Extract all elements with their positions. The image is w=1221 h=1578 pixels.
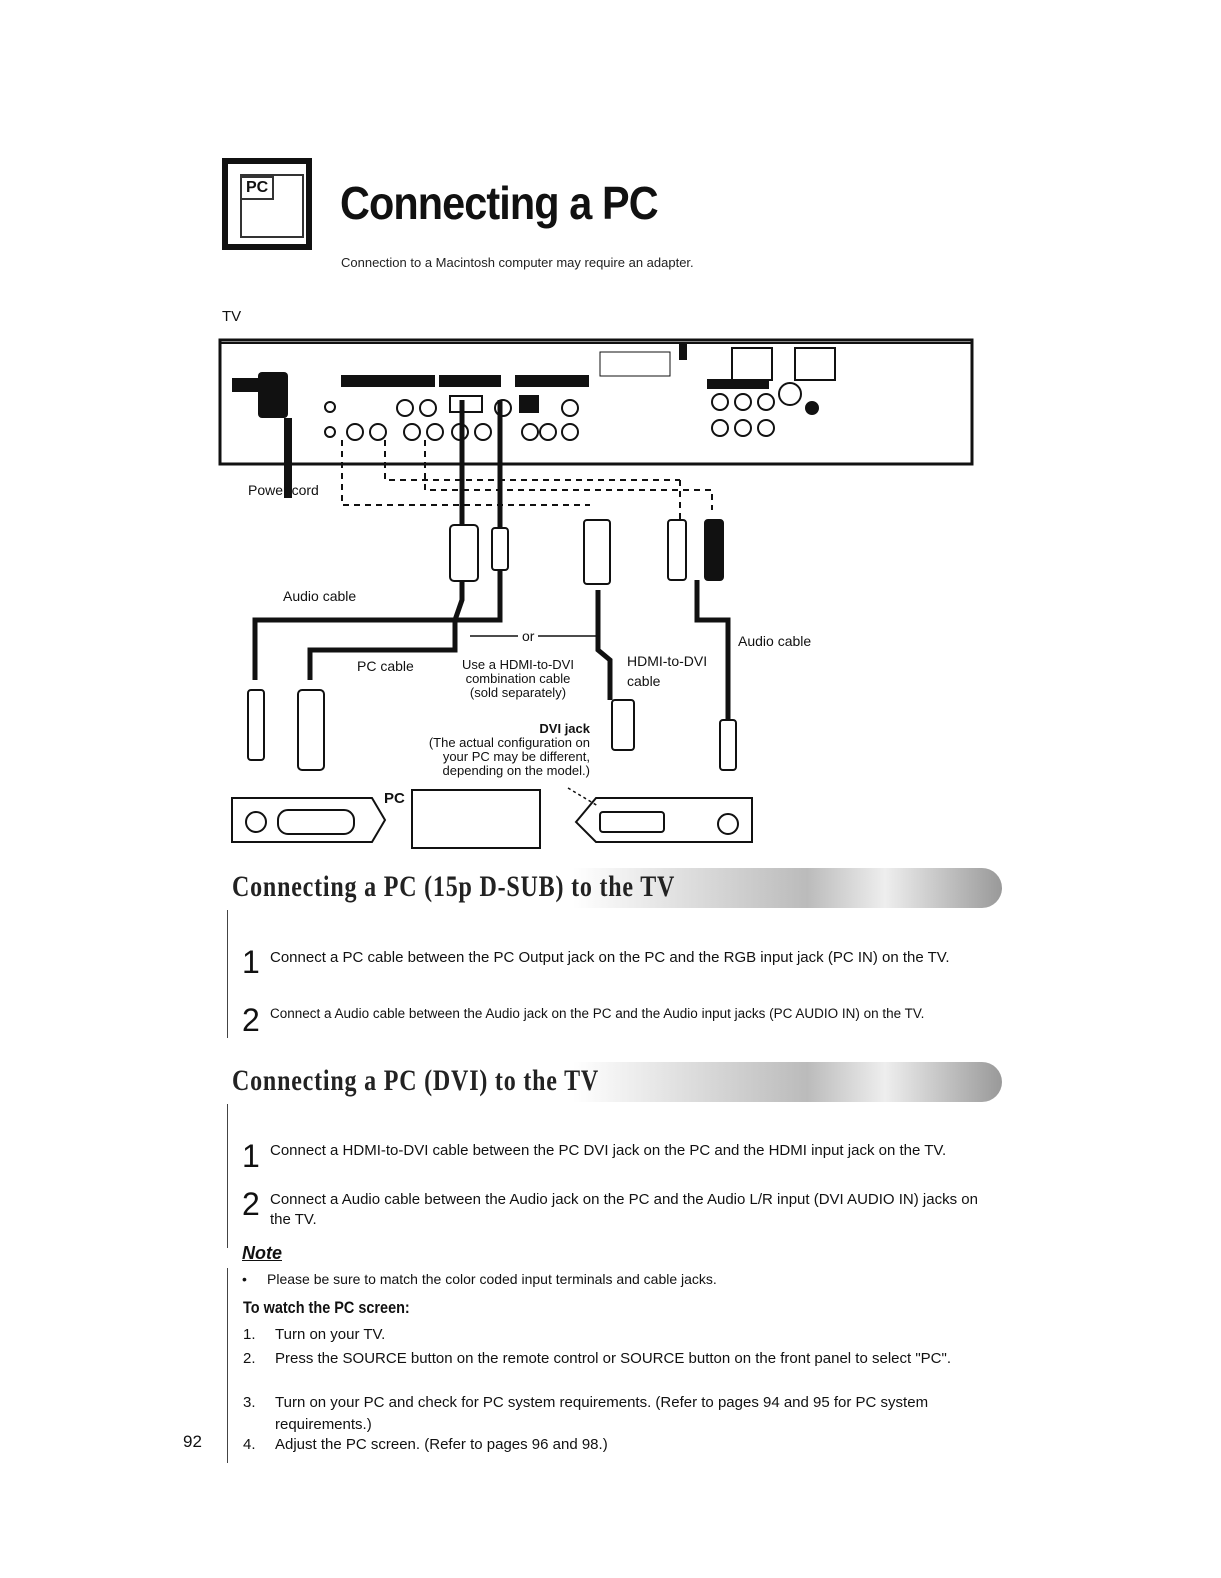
s1-step-2-num: 2 [242,1002,260,1038]
s2-step-2-text: Connect a Audio cable between the Audio … [270,1191,978,1228]
page-subtitle: Connection to a Macintosh computer may r… [341,255,694,270]
pc-cable-label: PC cable [357,658,414,674]
dvi-jack-note: DVI jack (The actual configuration on yo… [402,722,590,778]
hdmi-dvi-combo-note: Use a HDMI-to-DVI combination cable (sol… [462,658,574,700]
note-heading: Note [242,1243,282,1263]
power-cord-label: Power cord [248,482,319,498]
watch-item-4-text: Adjust the PC screen. (Refer to pages 96… [275,1436,608,1453]
combo-line-3: (sold separately) [469,685,567,700]
section-1-rule [227,910,228,1038]
section-1-title: Connecting a PC (15p D-SUB) to the TV [232,870,676,903]
s1-step-1-num: 1 [242,944,260,980]
hdmi-dvi-line-1: HDMI-to-DVI [627,653,708,669]
monitor-icon [240,174,304,238]
power-plug-icon [232,372,292,498]
s2-step-1-text: Connect a HDMI-to-DVI cable between the … [270,1142,947,1159]
pc-back-panels [231,789,753,849]
watch-item-3-num: 3. [243,1394,256,1411]
dvi-note-line-1: (The actual configuration on [428,735,590,750]
watch-item-2-text: Press the SOURCE button on the remote co… [275,1350,951,1367]
cable-connectors [247,519,737,771]
watch-item-2-num: 2. [243,1350,256,1367]
page-number: 92 [183,1432,202,1451]
note-bullet-marker: • [242,1271,247,1287]
note-bullet-text: Please be sure to match the color coded … [267,1271,717,1287]
audio-cable-right-label: Audio cable [738,633,812,649]
s1-step-2-text: Connect a Audio cable between the Audio … [270,1006,925,1021]
watch-item-1-num: 1. [243,1326,256,1343]
dvi-note-line-3: depending on the model.) [442,763,590,778]
page-title: Connecting a PC [340,177,659,229]
s2-step-2-num: 2 [242,1186,260,1222]
or-label: or [518,628,539,644]
section-1-banner [222,868,1002,908]
note-rule [227,1268,228,1463]
watch-item-3-text: Turn on your PC and check for PC system … [275,1394,929,1433]
section-2-rule [227,1104,228,1248]
audio-cable-left-label: Audio cable [283,588,357,604]
section-2-banner [222,1062,1002,1102]
watch-item-4-num: 4. [243,1436,256,1453]
s2-step-1-num: 1 [242,1138,260,1174]
dvi-jack-title: DVI jack [539,721,590,736]
pc-label: PC [384,790,405,807]
pc-icon-label: PC [240,176,275,200]
connection-diagram [218,338,974,849]
tv-label: TV [222,308,242,325]
tv-back-panel [218,338,974,466]
hdmi-dvi-line-2: cable [627,673,661,689]
combo-line-2: combination cable [465,671,571,686]
watch-item-1-text: Turn on your TV. [275,1326,386,1343]
dvi-note-line-2: your PC may be different, [442,749,590,764]
combo-line-1: Use a HDMI-to-DVI [462,657,574,672]
dashed-guides [341,440,713,520]
s1-step-1-text: Connect a PC cable between the PC Output… [270,949,950,966]
section-2-title: Connecting a PC (DVI) to the TV [232,1064,600,1097]
hdmi-dvi-cable-label: HDMI-to-DVI cable [627,651,707,691]
pc-section-icon: PC [222,158,312,250]
watch-heading: To watch the PC screen: [243,1298,410,1317]
